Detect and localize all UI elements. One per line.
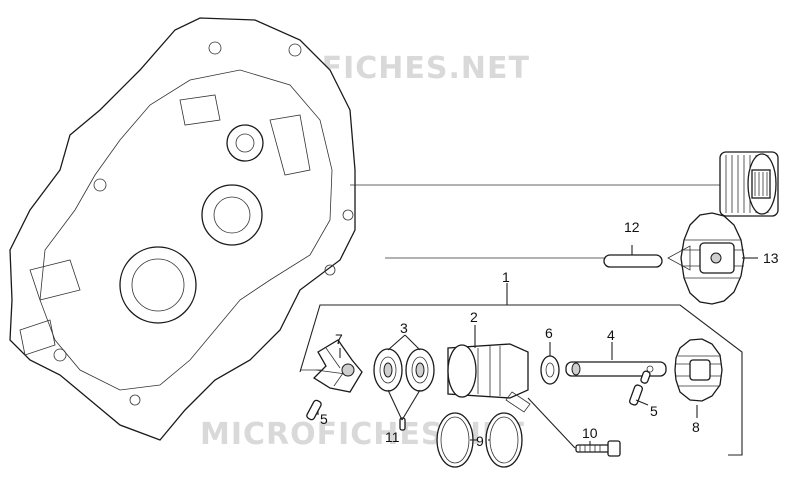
crankcase (9, 17, 356, 441)
callout-5-left: 5 (320, 411, 328, 427)
callout-3: 3 (400, 320, 408, 336)
callout-5-right: 5 (650, 403, 658, 419)
callout-4: 4 (607, 327, 615, 343)
bearings-3 (373, 348, 435, 392)
gear-13 (667, 212, 745, 305)
callout-12: 12 (624, 219, 640, 235)
impeller-7 (312, 339, 363, 393)
callout-6: 6 (545, 325, 553, 341)
callout-9: 9 (476, 433, 484, 449)
bolt-10 (575, 440, 621, 457)
washer-6 (540, 355, 560, 385)
orings-9 (436, 412, 523, 468)
gear-8 (674, 338, 723, 402)
callout-2: 2 (470, 309, 478, 325)
callout-11: 11 (385, 429, 400, 445)
leader-lines (317, 245, 758, 449)
callout-1: 1 (502, 269, 510, 285)
pin-5-right (629, 370, 651, 406)
shaft-4 (565, 361, 667, 377)
callout-8: 8 (692, 419, 700, 435)
bracket-1-left (299, 290, 508, 373)
upper-gear (719, 151, 779, 217)
housing-2 (447, 343, 531, 413)
callout-13: 13 (763, 250, 779, 266)
bracket-1-right (507, 304, 743, 456)
pin-12 (603, 254, 663, 268)
callout-7: 7 (335, 331, 343, 347)
callout-10: 10 (582, 425, 598, 441)
screw-11 (399, 417, 406, 431)
